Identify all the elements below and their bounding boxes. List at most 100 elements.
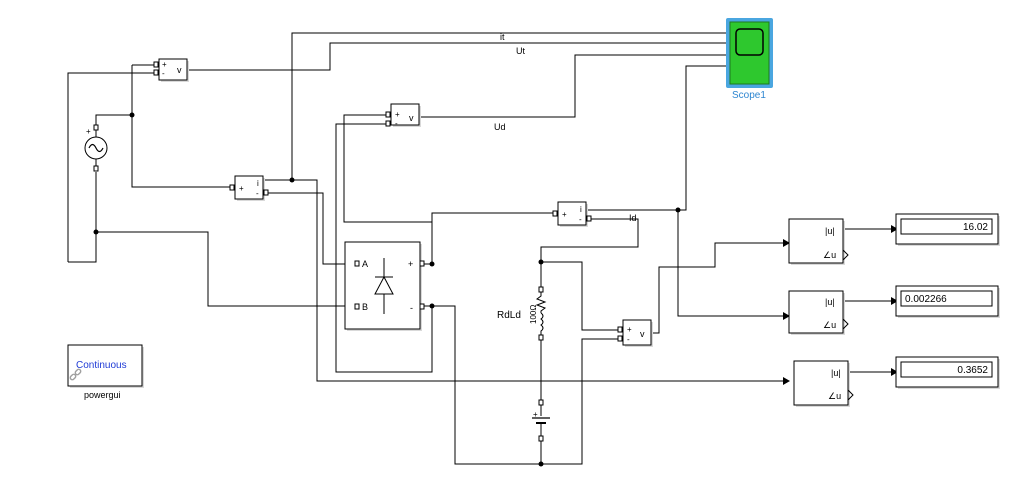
plus-label: + [162,60,167,69]
wire-source-top [95,114,132,129]
magnitude-angle-block-1[interactable]: |u| ∠u [788,218,849,265]
port-bottom [538,334,544,341]
powergui-mode: Continuous [76,360,127,371]
magnitude-angle-block-3[interactable]: |u| ∠u [793,360,854,407]
minus-label: - [627,335,630,344]
abs-label: |u| [831,368,841,378]
port-top [538,286,544,293]
voltage-measurement-1[interactable]: + - v [153,58,189,82]
junction-dot [289,177,295,183]
minus-label: - [256,189,259,198]
load-value: 100Ω [529,305,538,324]
wire-id-branch [677,210,787,317]
signal-label-it: it [500,32,505,42]
dc-voltage-source[interactable]: + [532,399,550,442]
output-port-icon [842,318,849,330]
scope-screen-icon [735,28,764,56]
junction-dot [675,207,681,213]
port-in [229,184,235,191]
display-window [900,361,993,378]
current-measurement-1[interactable]: + - i [229,175,269,201]
wire-source-left-loop [67,72,157,262]
wire-vm3-out [651,242,787,334]
magnitude-angle-block-2[interactable]: |u| ∠u [788,290,849,335]
port-top [93,124,99,131]
minus-label: - [579,215,582,224]
wire-ut-signal [188,42,728,71]
abs-label: |u| [825,226,835,236]
link-icon [69,368,82,381]
port-top [538,399,544,406]
output-port-icon [842,249,849,261]
output-port-icon [847,389,854,401]
wires [67,32,895,465]
wire-source-right-loop [68,172,97,263]
arrow-disp3 [891,368,898,376]
port-minus [419,303,425,310]
ac-voltage-source[interactable]: + [84,124,108,172]
voltmeter-symbol: v [177,65,182,75]
port-plus [419,260,425,267]
ammeter-symbol: i [580,205,582,214]
display-value: 0.002266 [905,294,947,305]
wire-rect-plus [422,212,556,265]
wire-am2-out [540,218,639,290]
wire-vm3-plus [541,261,621,331]
inductor-icon [540,312,544,335]
wire-to-rectifier-b [96,231,357,307]
port-b [354,303,360,310]
angle-label: ∠u [823,250,836,260]
port-minus [385,120,391,127]
port-plus [617,326,623,333]
wire-id-signal [587,65,728,211]
voltage-measurement-2[interactable]: + - v [385,103,421,128]
port-plus [153,61,159,68]
signal-label-ut: Ut [516,46,525,56]
wire-vm2-plus [343,114,432,223]
angle-label: ∠u [828,391,841,401]
port-in [552,210,558,217]
display-value: 16.02 [963,222,988,233]
junction-dot [538,259,544,265]
rl-load[interactable]: RdLd 100Ω [497,286,547,341]
diode-icon [374,258,394,314]
port-a [354,260,360,267]
display-block-2[interactable]: 0.002266 [895,285,1000,318]
wire-it-branch [292,179,787,382]
junction-dot [129,112,135,118]
wire-it-signal [265,32,728,181]
display-block-1[interactable]: 16.02 [895,213,1000,246]
port-minus [153,69,159,76]
arrow-disp1 [891,225,898,233]
plus-label: + [395,110,400,119]
display-window [900,218,993,235]
sine-wave-icon [88,143,104,153]
port-out [586,215,592,222]
rectifier-plus-label: + [408,259,413,269]
plus-label: + [627,325,632,334]
plus-label: + [562,210,567,219]
powergui-block[interactable]: Continuous powergui [67,344,144,400]
arrow-disp2 [891,297,898,305]
current-measurement-2[interactable]: + - i [552,201,592,227]
arrow-m1 [783,239,790,247]
voltmeter-symbol: v [409,113,414,123]
junctions [93,112,681,467]
scope-block[interactable]: Scope1 [726,18,773,101]
abs-label: |u| [825,297,835,307]
port-bottom [538,435,544,442]
scope-label: Scope1 [732,90,766,101]
plus-label: + [86,127,91,136]
wire-to-rectifier-a [265,192,357,265]
load-label: RdLd [497,310,521,321]
angle-label: ∠u [823,320,836,330]
port-plus [385,111,391,118]
arrow-m3 [783,377,790,385]
voltage-measurement-3[interactable]: + - v [617,319,653,347]
diode-rectifier-block[interactable]: A B + - [344,241,425,331]
junction-dot [538,461,544,467]
display-block-3[interactable]: 0.3652 [895,356,1000,389]
powergui-label: powergui [84,390,121,400]
rectifier-port-b-label: B [362,302,368,312]
